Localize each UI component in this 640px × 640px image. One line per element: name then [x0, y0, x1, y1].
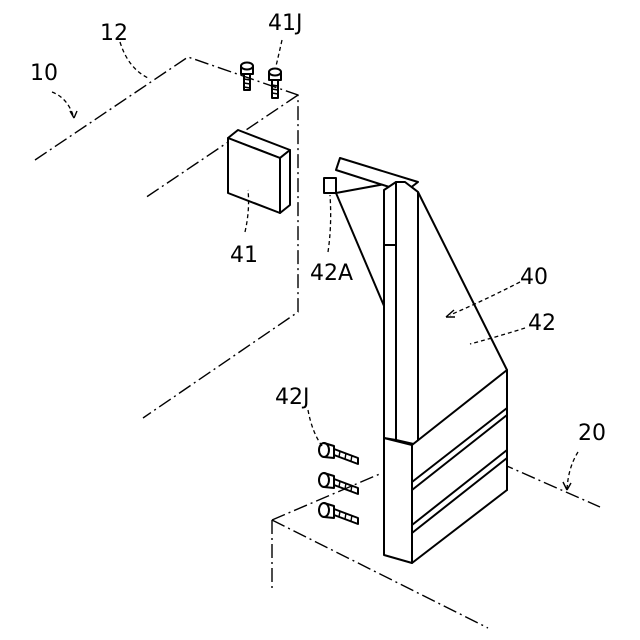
- label-40: 40: [520, 265, 548, 290]
- bolt-41j-right: [269, 69, 281, 99]
- label-42j: 42J: [275, 385, 309, 410]
- label-20: 20: [578, 421, 606, 446]
- bolt-42j-1: [319, 443, 358, 464]
- label-41j: 41J: [268, 11, 302, 36]
- label-42: 42: [528, 311, 556, 336]
- label-41: 41: [230, 243, 258, 268]
- bracket-40: [324, 158, 507, 563]
- label-42a: 42A: [310, 261, 353, 286]
- block-41: [228, 130, 290, 213]
- label-12: 12: [100, 21, 128, 46]
- label-10: 10: [30, 61, 58, 86]
- bolts-42j: [319, 443, 358, 524]
- bolts-41j: [241, 63, 281, 99]
- bolt-42j-3: [319, 503, 358, 524]
- labels: 10 12 41J 41 42A 40 42 42J 20: [30, 11, 606, 446]
- upper-frame-10: [35, 57, 298, 418]
